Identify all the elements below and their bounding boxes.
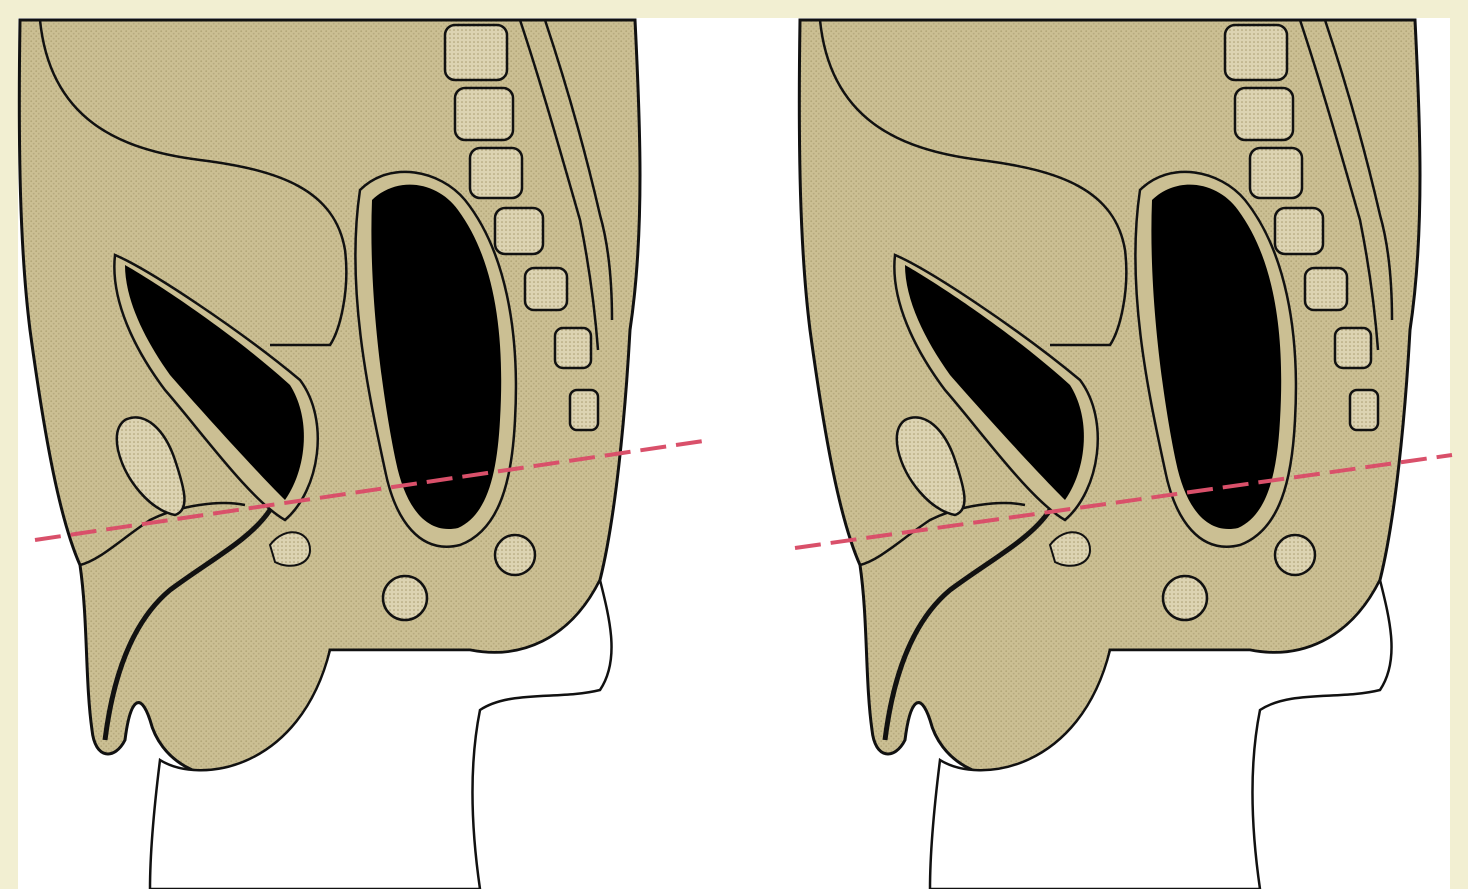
anatomy-figure xyxy=(0,0,1468,889)
